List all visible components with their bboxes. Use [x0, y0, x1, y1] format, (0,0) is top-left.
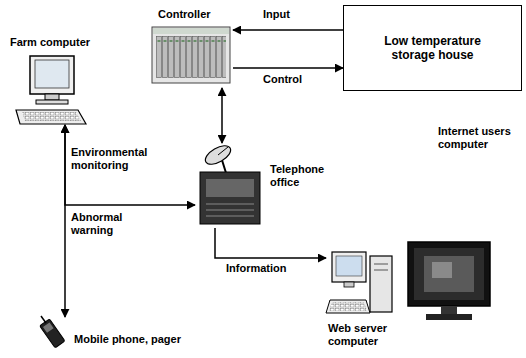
controller-node: Controller [150, 25, 233, 88]
node-label: Web server computer [328, 322, 400, 347]
connector-arrow [215, 228, 326, 258]
farm-computer-node: Farm computer [15, 55, 85, 125]
connector-label: Environmental monitoring [70, 146, 168, 171]
connector-label: Information [225, 262, 288, 275]
node-label: Telephone office [270, 163, 330, 188]
mobile-phone-node: Mobile phone, pager [38, 317, 68, 351]
node-label: Farm computer [10, 36, 110, 49]
node-label: Mobile phone, pager [74, 333, 194, 346]
connector-arrow [233, 67, 343, 69]
web-server-icon [326, 252, 392, 313]
telephone-office-icon [200, 142, 260, 224]
telephone-office-node: Telephone office [195, 143, 265, 228]
connector-label: Input [262, 8, 291, 21]
node-label: Internet users computer [438, 125, 523, 150]
connector-arrow [65, 125, 195, 205]
controller-rack [152, 27, 230, 83]
box-label: Low temperature storage house [383, 34, 483, 63]
connector-label: Control [262, 73, 303, 86]
internet-user-node: Internet users computer [405, 238, 495, 324]
node-label: Controller [158, 8, 238, 21]
web-server-node: Web server computer [326, 248, 394, 318]
mobile-phone-icon [40, 316, 65, 348]
internet-user-computer-icon [408, 242, 490, 320]
storage-house-box: Low temperature storage house [343, 5, 522, 91]
farm-computer-icon [16, 56, 86, 124]
connector-label: Abnormal warning [70, 211, 134, 236]
connector-arrow [233, 29, 343, 31]
connector-arrow [221, 88, 223, 143]
